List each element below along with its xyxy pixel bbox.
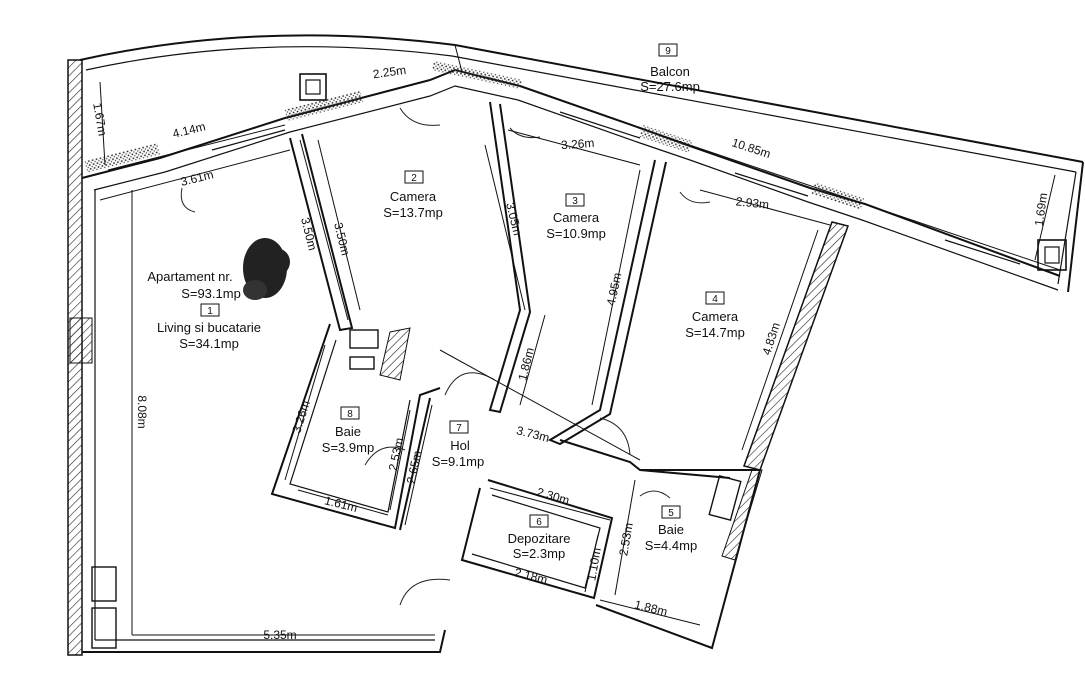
room-5-number: 5 — [668, 508, 674, 519]
room-2-name: Camera — [390, 189, 437, 204]
dimension-label: 2.30m — [535, 485, 571, 508]
dimension-label: 8.08m — [135, 395, 149, 428]
dimension-label: 1.69m — [1032, 192, 1051, 227]
room-6-name: Depozitare — [508, 531, 571, 546]
left-exterior-wall — [67, 59, 93, 656]
room-3-number: 3 — [572, 196, 578, 207]
room-1-name: Living si bucatarie — [157, 320, 261, 335]
facade-wall — [81, 60, 1061, 291]
dimension-label: 1.88m — [633, 597, 669, 619]
room-8-area: S=3.9mp — [322, 440, 374, 455]
interior-walls — [82, 101, 849, 653]
room-5-label: 5 Baie S=4.4mp — [645, 505, 697, 553]
dimension-label: 4.95m — [604, 271, 625, 307]
room-9-name: Balcon — [650, 64, 690, 79]
room-7-number: 7 — [456, 423, 462, 434]
dimension-label: 2.18m — [513, 565, 549, 587]
dimension-label: 4.83m — [759, 321, 783, 357]
dimension-label: 3.26m — [289, 399, 313, 435]
dimension-label: 1.67m — [90, 102, 110, 137]
room-6-label: 6 Depozitare S=2.3mp — [508, 514, 571, 561]
dimension-label: 3.50m — [331, 221, 353, 257]
dimension-label: 10.85m — [730, 135, 772, 161]
room-7-area: S=9.1mp — [432, 454, 484, 469]
dimension-label: 5.35m — [263, 628, 296, 642]
apartment-number-label: Apartament nr. — [147, 269, 232, 284]
room-2-area: S=13.7mp — [383, 205, 443, 220]
room-4-name: Camera — [692, 309, 739, 324]
room-3-name: Camera — [553, 210, 600, 225]
room-5-area: S=4.4mp — [645, 538, 697, 553]
room-6-number: 6 — [536, 517, 542, 528]
room-3-area: S=10.9mp — [546, 226, 606, 241]
apartment-area: S=93.1mp — [181, 286, 241, 301]
dimension-label: 2.93m — [735, 194, 770, 211]
room-9-area: S=27.6mp — [640, 79, 700, 94]
vent-shaft-right — [1037, 239, 1067, 271]
balcony-outline — [79, 34, 1084, 293]
room-2-label: 2 Camera S=13.7mp — [383, 170, 443, 220]
room-1-number: 1 — [207, 306, 213, 317]
room-3-label: 3 Camera S=10.9mp — [546, 193, 606, 241]
dimension-label: 3.61m — [179, 167, 215, 189]
room-8-number: 8 — [347, 409, 353, 420]
room-8-label: 8 Baie S=3.9mp — [322, 406, 374, 455]
dimension-label: 2.25m — [372, 63, 407, 82]
dimension-lines — [99, 44, 1061, 636]
redaction-blot — [243, 238, 290, 300]
room-7-label: 7 Hol S=9.1mp — [432, 420, 484, 469]
dimension-label: 1.10m — [584, 547, 604, 582]
dimension-label: 3.50m — [298, 216, 320, 252]
dimension-label: 2.53m — [386, 436, 407, 472]
room-1-label: 1 Living si bucatarie S=34.1mp — [157, 303, 261, 351]
room-9-number: 9 — [665, 46, 671, 57]
room-4-label: 4 Camera S=14.7mp — [685, 291, 745, 340]
room-6-area: S=2.3mp — [513, 546, 565, 561]
room-2-number: 2 — [411, 173, 417, 184]
room-9-label: 9 Balcon S=27.6mp — [640, 43, 700, 94]
room-4-number: 4 — [712, 294, 718, 305]
dimension-label: 3.26m — [561, 136, 595, 152]
room-4-area: S=14.7mp — [685, 325, 745, 340]
dimension-label: 3.73m — [515, 423, 551, 445]
dimension-label: 2.65m — [404, 449, 425, 485]
dimension-label: 4.14m — [171, 119, 207, 141]
room-7-name: Hol — [450, 438, 470, 453]
vent-shaft-top — [299, 73, 327, 101]
room-1-area: S=34.1mp — [179, 336, 239, 351]
dimension-label: 2.53m — [616, 522, 636, 557]
room-8-name: Baie — [335, 424, 361, 439]
room-5-name: Baie — [658, 522, 684, 537]
dimension-label: 1.61m — [323, 493, 359, 515]
apartment-label: Apartament nr. S=93.1mp — [147, 269, 240, 301]
